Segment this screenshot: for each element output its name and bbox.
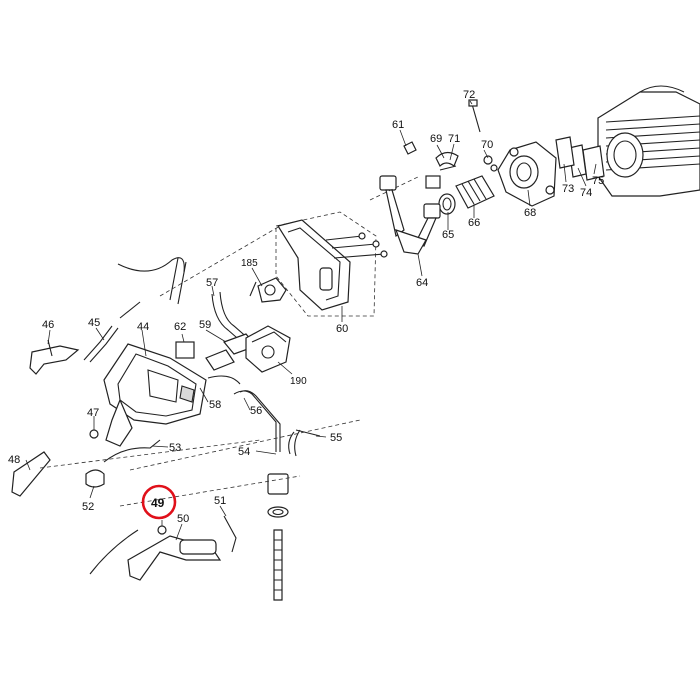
part-number-49-highlighted: 49 xyxy=(151,496,165,510)
part-number-44: 44 xyxy=(137,321,149,333)
part-number-60: 60 xyxy=(336,323,348,335)
part-number-71: 71 xyxy=(448,133,460,145)
assembly-guide-lines xyxy=(39,175,421,507)
part-number-74: 74 xyxy=(580,187,592,199)
part-number-66: 66 xyxy=(468,217,480,229)
part-number-52: 52 xyxy=(82,501,94,513)
intake-manifold-drawing xyxy=(497,141,557,207)
part-number-48: 48 xyxy=(8,454,20,466)
tank-frame-drawing xyxy=(103,257,207,447)
part-number-58: 58 xyxy=(209,399,221,411)
part-number-46: 46 xyxy=(42,319,54,331)
part-number-59: 59 xyxy=(199,319,211,331)
part-number-labels: 72 61 69 71 70 73 74 75 68 66 65 64 60 1… xyxy=(8,89,604,525)
part-number-68: 68 xyxy=(524,207,536,219)
fuel-lines-drawing xyxy=(207,375,321,457)
small-hardware-top xyxy=(403,99,498,189)
part-number-47: 47 xyxy=(87,407,99,419)
part-number-185: 185 xyxy=(241,258,258,269)
part-number-70: 70 xyxy=(481,139,493,151)
cylinder-drawing xyxy=(597,85,700,197)
intake-boot-drawing xyxy=(438,175,495,215)
part-number-62: 62 xyxy=(174,321,186,333)
highlight-circle xyxy=(141,484,177,520)
part-number-75: 75 xyxy=(592,175,604,187)
part-number-61: 61 xyxy=(392,119,404,131)
part-number-57: 57 xyxy=(206,277,218,289)
part-number-55: 55 xyxy=(330,432,342,444)
part-number-69: 69 xyxy=(430,133,442,145)
part-number-73: 73 xyxy=(562,183,574,195)
intake-gaskets xyxy=(555,136,605,181)
part-number-51: 51 xyxy=(214,495,226,507)
part-number-56: 56 xyxy=(250,405,262,417)
part-number-53: 53 xyxy=(169,442,181,454)
carburetor-area-drawing xyxy=(175,277,291,373)
part-number-65: 65 xyxy=(442,229,454,241)
part-number-64: 64 xyxy=(416,277,428,289)
part-number-72: 72 xyxy=(463,89,475,101)
part-number-50: 50 xyxy=(177,513,189,525)
left-brackets-drawing xyxy=(29,325,119,375)
part-number-190: 190 xyxy=(290,376,307,387)
throttle-trigger-drawing xyxy=(89,515,237,581)
part-number-54: 54 xyxy=(238,446,250,458)
leader-lines xyxy=(25,100,597,541)
lower-left-parts-drawing xyxy=(11,429,161,497)
filter-housing-drawing xyxy=(275,211,388,317)
fuel-pickup-drawing xyxy=(267,473,289,601)
part-number-45: 45 xyxy=(88,317,100,329)
